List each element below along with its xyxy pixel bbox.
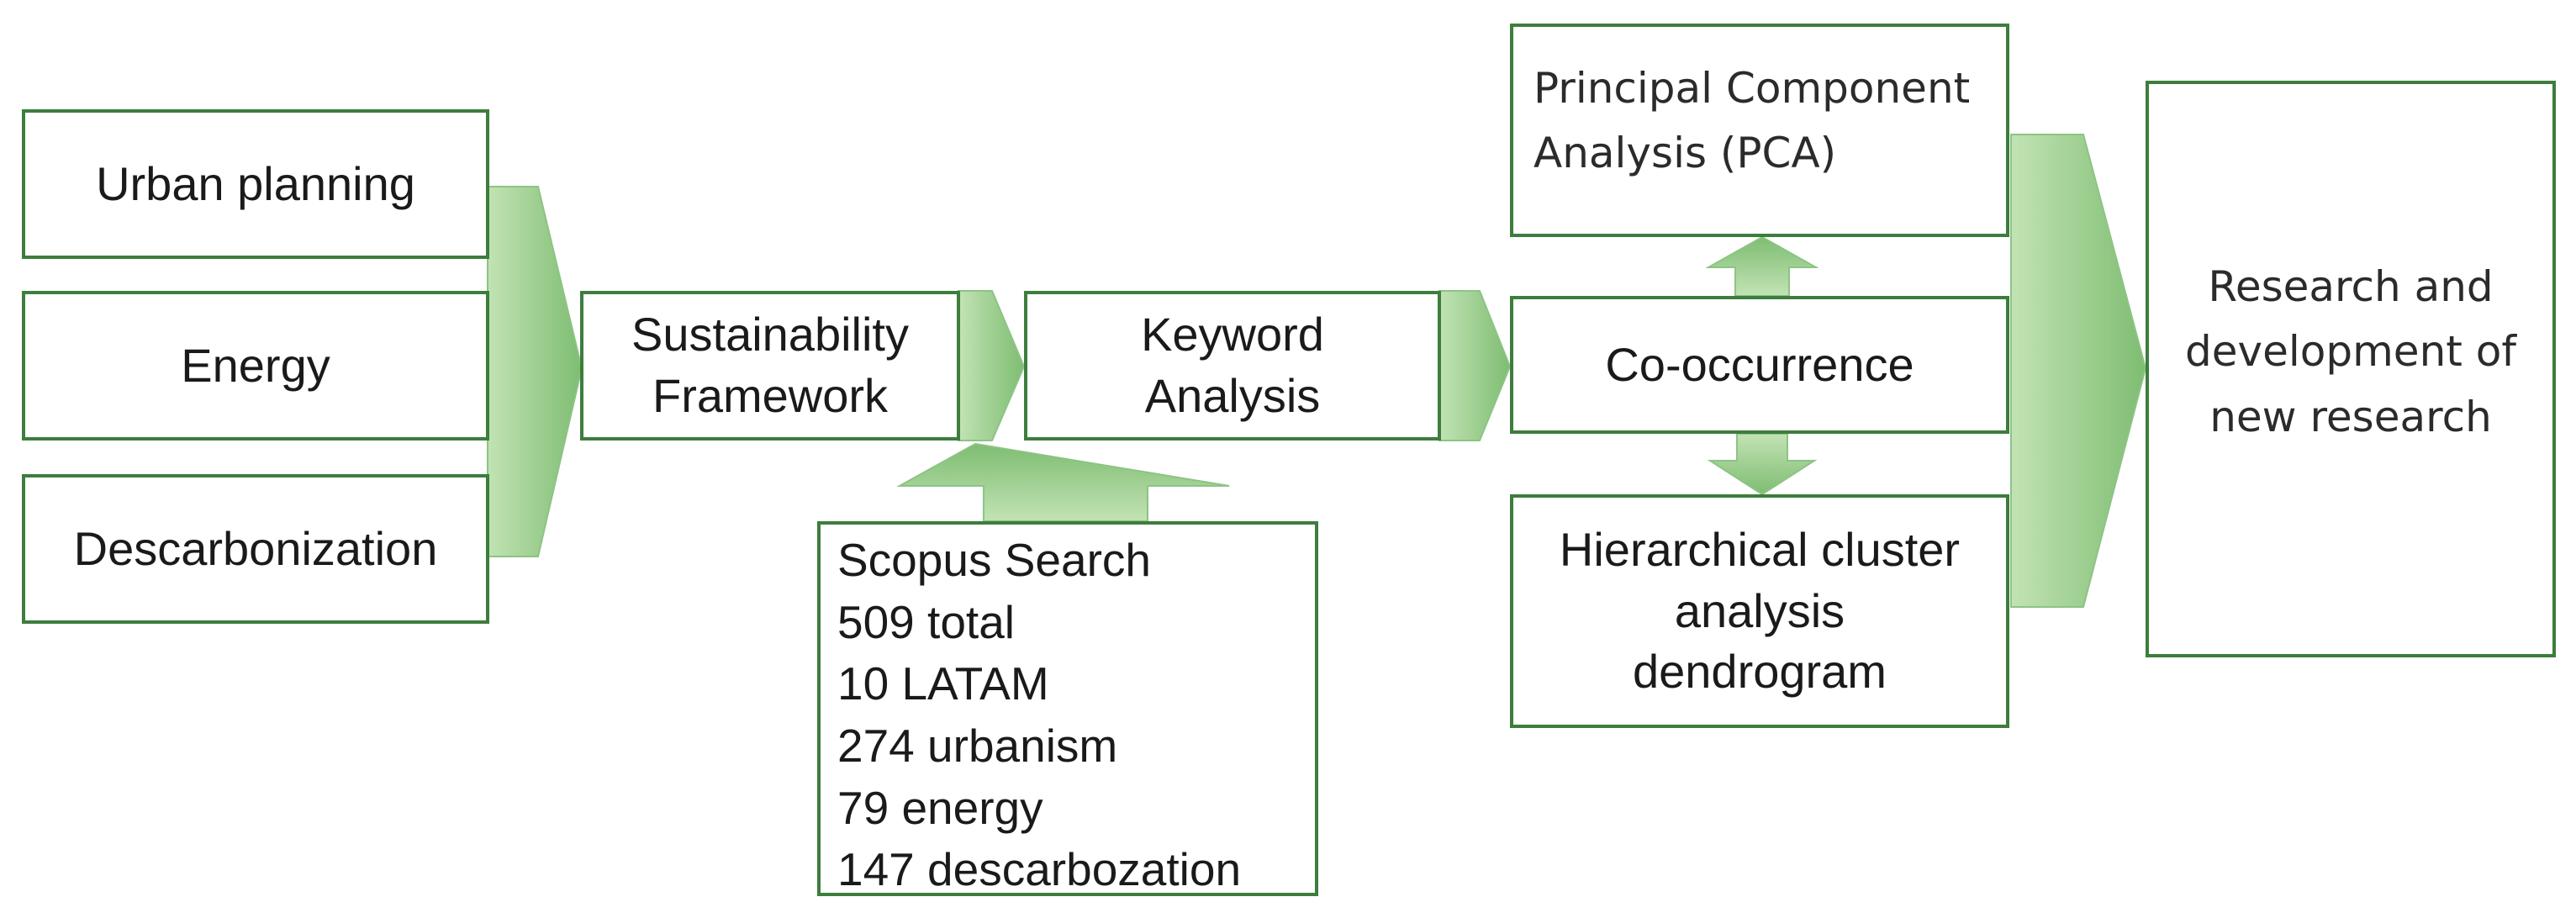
big-output-arrow (2010, 134, 2147, 608)
pca-line-2: Analysis (PCA) (1533, 129, 1837, 177)
scopus-line-descarbozation: 147 descarbozation (837, 843, 1242, 896)
descarbonization-label: Descarbonization (73, 521, 438, 575)
research-output-box: Research and development of new research (2146, 81, 2556, 657)
scopus-line-title: Scopus Search (837, 534, 1151, 586)
energy-box: Energy (22, 291, 489, 441)
hierarchical-cluster-text: Hierarchical cluster analysis dendrogram (1560, 520, 1960, 703)
pca-text: Principal Component Analysis (PCA) (1533, 56, 1970, 187)
cooccurrence-to-cluster-arrow (1707, 433, 1818, 496)
output-line-1: Research and (2208, 261, 2494, 311)
cooccurrence-label: Co-occurrence (1605, 337, 1914, 391)
output-line-3: new research (2209, 392, 2492, 441)
framework-line-2: Framework (652, 369, 889, 422)
cooccurrence-to-pca-arrow (1705, 235, 1819, 297)
keyword-analysis-text: Keyword Analysis (1141, 304, 1324, 427)
pca-line-1: Principal Component (1533, 63, 1971, 113)
cluster-line-1: Hierarchical cluster (1559, 522, 1961, 576)
sustainability-framework-box: Sustainability Framework (580, 291, 960, 441)
scopus-to-keyword-arrow (896, 442, 1230, 522)
pca-box: Principal Component Analysis (PCA) (1510, 24, 2009, 237)
keyword-line-2: Analysis (1144, 369, 1321, 422)
cooccurrence-box: Co-occurrence (1510, 296, 2009, 434)
scopus-line-energy: 79 energy (837, 781, 1043, 834)
hierarchical-cluster-box: Hierarchical cluster analysis dendrogram (1510, 494, 2009, 728)
scopus-line-urbanism: 274 urbanism (837, 720, 1118, 773)
output-line-2: development of (2185, 327, 2516, 377)
energy-label: Energy (181, 338, 330, 392)
urban-planning-box: Urban planning (22, 109, 489, 259)
scopus-line-total: 509 total (837, 595, 1016, 648)
scopus-line-latam: 10 LATAM (837, 657, 1049, 710)
scopus-search-box: Scopus Search 509 total 10 LATAM 274 urb… (817, 521, 1318, 896)
research-output-text: Research and development of new research (2185, 255, 2516, 451)
keyword-to-cooccurrence-arrow (1438, 290, 1512, 441)
keyword-line-1: Keyword (1141, 308, 1324, 361)
cluster-line-3: dendrogram (1633, 645, 1887, 699)
framework-to-keyword-arrow (958, 290, 1026, 441)
keyword-analysis-box: Keyword Analysis (1024, 291, 1441, 441)
sustainability-framework-text: Sustainability Framework (631, 304, 909, 427)
framework-line-1: Sustainability (631, 308, 909, 361)
merge-chevron-arrow (487, 186, 583, 557)
scopus-search-text: Scopus Search 509 total 10 LATAM 274 urb… (837, 530, 1241, 901)
urban-planning-label: Urban planning (96, 156, 415, 210)
descarbonization-box: Descarbonization (22, 474, 489, 624)
cluster-line-2: analysis (1674, 583, 1845, 637)
